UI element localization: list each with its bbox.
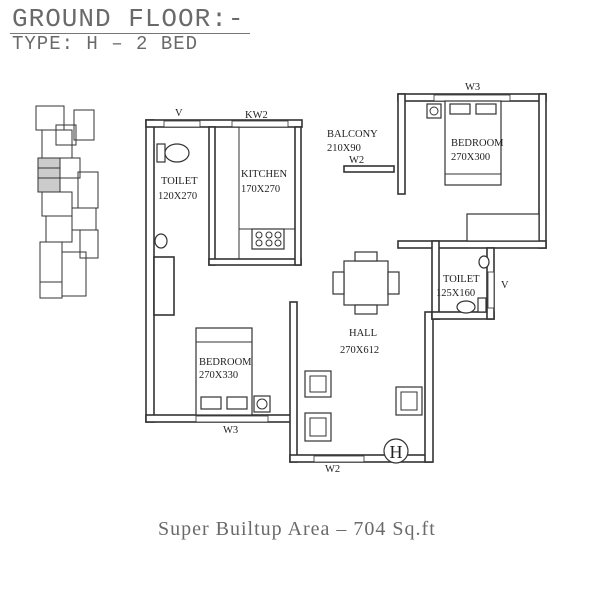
wc-fixture-2: [456, 255, 490, 314]
balcony-size: 210X90: [327, 143, 361, 154]
super-builtup-area: Super Builtup Area – 704 Sq.ft: [158, 518, 436, 540]
toilet-1-name: TOILET: [161, 176, 198, 187]
window-w2-bottom: W2: [325, 464, 340, 475]
room-labels: V KW2 TOILET 120X270 KITCHEN 170X270 BAL…: [158, 82, 509, 475]
kitchen-size: 170X270: [241, 184, 280, 195]
bed-2: [195, 327, 271, 416]
kitchen-name: KITCHEN: [241, 169, 287, 180]
window-w3-top: W3: [465, 82, 480, 93]
title-underline: [10, 33, 250, 34]
unit-marker-letter: H: [390, 442, 403, 462]
furniture: [154, 100, 502, 442]
stove: [251, 228, 285, 250]
window-kw2: KW2: [245, 110, 268, 121]
dining-table: [332, 251, 400, 315]
openings: [163, 94, 511, 463]
bed-1: [426, 100, 502, 186]
window-w2-balcony: W2: [349, 155, 364, 166]
hall-size: 270X612: [340, 345, 379, 356]
floor-title: GROUND FLOOR:-: [12, 4, 245, 34]
bedroom-1-name: BEDROOM: [451, 138, 504, 149]
unit-marker: H: [383, 438, 409, 464]
toilet-1-size: 120X270: [158, 191, 197, 202]
window-v-right: V: [501, 280, 509, 291]
bedroom-2-size: 270X330: [199, 370, 238, 381]
toilet-2-size: 125X160: [436, 288, 475, 299]
hall-chairs: [304, 370, 423, 442]
unit-type: TYPE: H – 2 BED: [12, 33, 199, 55]
balcony-name: BALCONY: [327, 129, 378, 140]
window-w3-bottom: W3: [223, 425, 238, 436]
toilet-2-name: TOILET: [443, 274, 480, 285]
key-plan: [35, 105, 99, 299]
bedroom-2-name: BEDROOM: [199, 357, 252, 368]
bedroom-1-size: 270X300: [451, 152, 490, 163]
hall-name: HALL: [349, 328, 377, 339]
window-v-top: V: [175, 108, 183, 119]
wc-fixture: [156, 143, 190, 163]
wash-basin: [154, 233, 168, 249]
kitchen-counter: [214, 126, 240, 260]
